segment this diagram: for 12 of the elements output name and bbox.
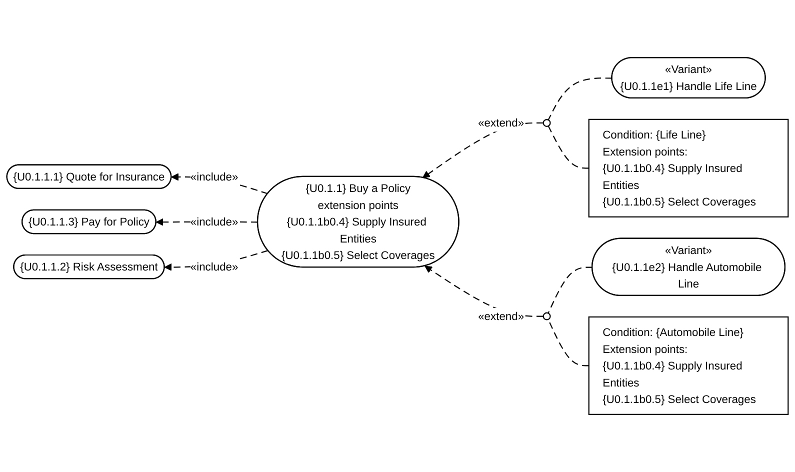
edge-label: «include» (190, 170, 238, 183)
edge-label: «extend» (478, 310, 524, 323)
edge-label: «include» (190, 260, 238, 274)
edge-label: «extend» (478, 116, 524, 130)
node-circle (542, 118, 551, 127)
node-circle (542, 312, 551, 320)
connector (548, 266, 592, 314)
node-box: Condition: {Life Line} Extension points: {U0.1.1b0.4} Supply Insured Entities {U0.1.1b0.5} Select Coverages (588, 118, 789, 218)
connector (548, 126, 589, 169)
connector (548, 78, 612, 120)
node-box: Condition: {Automobile Line} Extension points: {U0.1.1b0.4} Supply Insured Entities {U0.1.1b0.5} Select Coverages (588, 316, 789, 415)
edge-label: «include» (190, 215, 238, 228)
